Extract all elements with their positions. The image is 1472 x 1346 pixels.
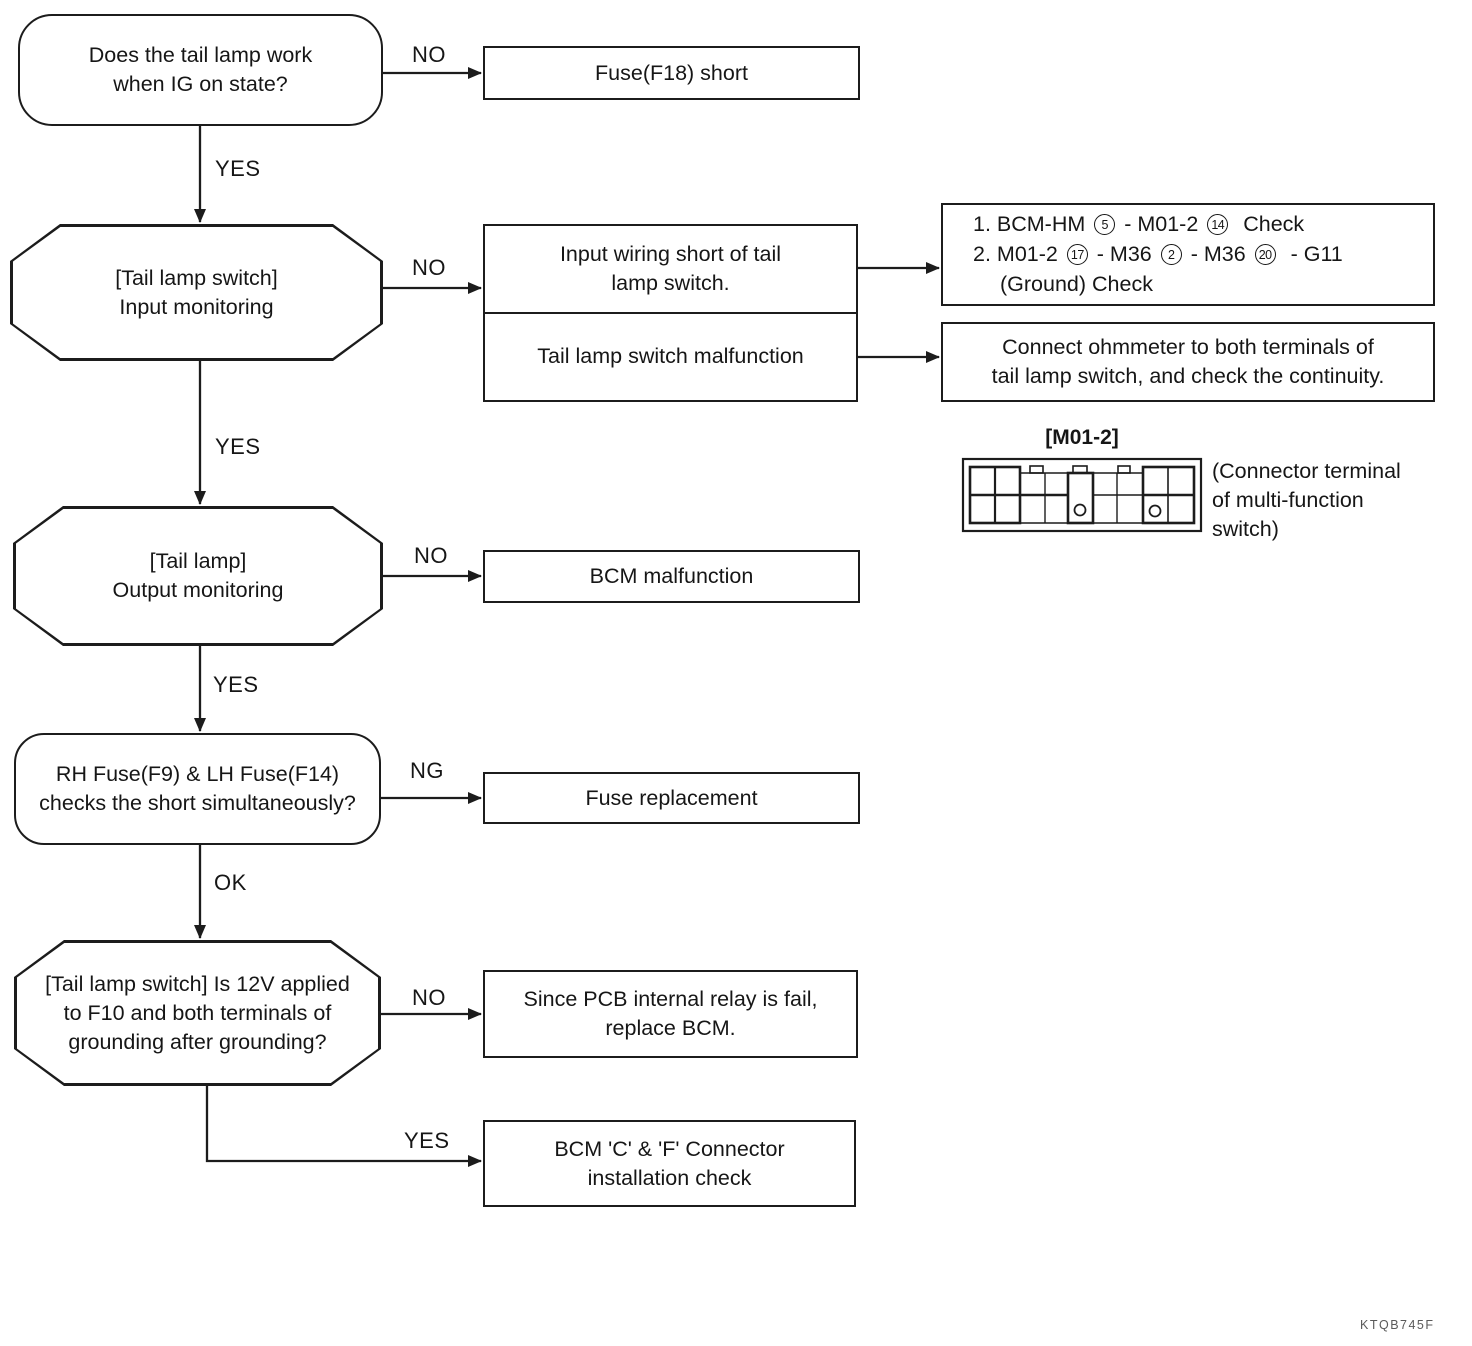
step-input-monitoring-label: [Tail lamp switch] Input monitoring bbox=[115, 265, 278, 319]
result-fuse-replacement: Fuse replacement bbox=[483, 772, 860, 824]
result-switch-malfunction: Tail lamp switch malfunction bbox=[485, 314, 856, 398]
result-bcm-connector-check-label: BCM 'C' & 'F' Connector installation che… bbox=[554, 1136, 785, 1190]
action-ohmmeter-check-label: Connect ohmmeter to both terminals of ta… bbox=[991, 335, 1385, 388]
result-input-wiring-group: Input wiring short of tail lamp switch. … bbox=[483, 224, 858, 402]
result-pcb-relay-fail-label: Since PCB internal relay is fail, replac… bbox=[523, 987, 818, 1040]
result-input-wiring-short: Input wiring short of tail lamp switch. bbox=[485, 226, 856, 314]
figure-code: KTQB745F bbox=[1360, 1318, 1435, 1332]
result-bcm-malfunction: BCM malfunction bbox=[483, 550, 860, 603]
connector-caption: (Connector terminal of multi-function sw… bbox=[1212, 459, 1401, 541]
edge-label-yes-1: YES bbox=[215, 156, 261, 181]
result-bcm-malfunction-label: BCM malfunction bbox=[589, 564, 754, 588]
connector-title: [M01-2] bbox=[1045, 426, 1119, 449]
step-output-monitoring-label: [Tail lamp] Output monitoring bbox=[112, 549, 284, 602]
action-ohmmeter-check: Connect ohmmeter to both terminals of ta… bbox=[941, 322, 1435, 402]
result-pcb-relay-fail: Since PCB internal relay is fail, replac… bbox=[483, 970, 858, 1058]
step-input-monitoring: [Tail lamp switch] Input monitoring bbox=[10, 224, 383, 361]
edge-label-no-1: NO bbox=[412, 42, 446, 67]
edge-label-yes-2: YES bbox=[215, 434, 261, 459]
result-fuse-f18-short-label: Fuse(F18) short bbox=[595, 60, 748, 85]
edge-label-yes-3: YES bbox=[213, 672, 259, 697]
result-bcm-connector-check: BCM 'C' & 'F' Connector installation che… bbox=[483, 1120, 856, 1207]
decision-fuse-simultaneous: RH Fuse(F9) & LH Fuse(F14) checks the sh… bbox=[14, 733, 381, 845]
decision-tail-lamp-ig: Does the tail lamp work when IG on state… bbox=[18, 14, 383, 126]
decision-tail-lamp-ig-label: Does the tail lamp work when IG on state… bbox=[88, 43, 313, 96]
result-fuse-replacement-label: Fuse replacement bbox=[585, 785, 758, 810]
edge-label-ok: OK bbox=[214, 870, 247, 895]
decision-12v-applied-label: [Tail lamp switch] Is 12V applied to F10… bbox=[45, 971, 350, 1054]
result-switch-malfunction-label: Tail lamp switch malfunction bbox=[537, 343, 804, 368]
step-output-monitoring: [Tail lamp] Output monitoring bbox=[13, 506, 383, 646]
edge-label-yes-4: YES bbox=[404, 1128, 450, 1153]
edge-label-ng: NG bbox=[410, 758, 444, 783]
result-fuse-f18-short: Fuse(F18) short bbox=[483, 46, 860, 100]
edge-label-no-3: NO bbox=[414, 543, 448, 568]
decision-12v-applied: [Tail lamp switch] Is 12V applied to F10… bbox=[14, 940, 381, 1086]
edge-label-no-4: NO bbox=[412, 985, 446, 1010]
decision-fuse-simultaneous-label: RH Fuse(F9) & LH Fuse(F14) checks the sh… bbox=[39, 762, 356, 815]
edge-label-no-2: NO bbox=[412, 255, 446, 280]
connector-diagram bbox=[961, 457, 1203, 533]
result-input-wiring-short-label: Input wiring short of tail lamp switch. bbox=[559, 242, 782, 295]
